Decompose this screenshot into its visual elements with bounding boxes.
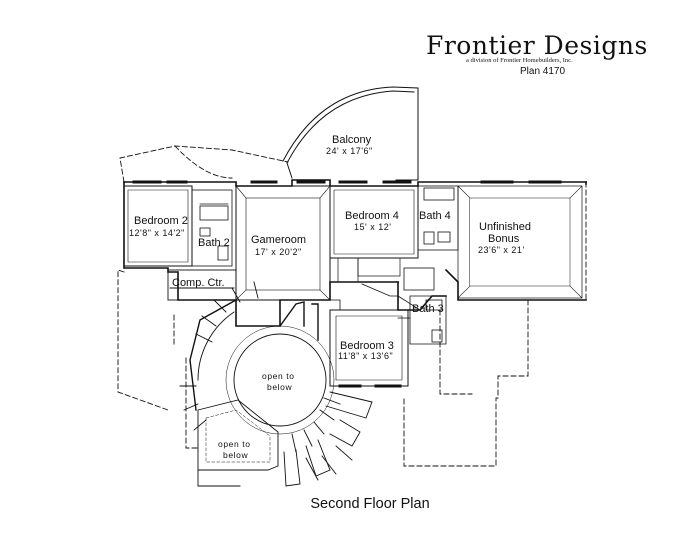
brand-subtitle: a division of Frontier Homebuilders, Inc… xyxy=(466,57,573,64)
open-below-2-line2: below xyxy=(223,450,248,460)
stair-wall xyxy=(189,299,319,411)
bedroom3-walls xyxy=(329,309,409,388)
bedroom2-label: Bedroom 2 xyxy=(134,215,188,227)
bath4-label: Bath 4 xyxy=(419,210,451,222)
plan-number: Plan 4170 xyxy=(520,66,566,77)
bath2-fixtures xyxy=(191,189,233,267)
open-below-1-line1: open to xyxy=(262,371,295,381)
bedroom4-dims: 15' x 12' xyxy=(354,222,391,232)
bedroom3-label: Bedroom 3 xyxy=(340,340,394,352)
bedroom2-dims: 12'8" x 14'2" xyxy=(129,228,185,238)
comp-ctr-label: Comp. Ctr. xyxy=(172,277,225,289)
plan-caption: Second Floor Plan xyxy=(310,496,430,512)
bonus-walls xyxy=(457,180,583,299)
open-below-area-2 xyxy=(197,399,279,487)
bonus-label-line2: Bonus xyxy=(488,233,520,245)
balcony-label: Balcony xyxy=(332,134,372,146)
bonus-dims: 23'6" x 21' xyxy=(478,245,525,255)
bath3-label: Bath 3 xyxy=(412,303,444,315)
bath2-label: Bath 2 xyxy=(198,237,230,249)
gameroom-label: Gameroom xyxy=(251,234,306,246)
bedroom4-walls xyxy=(329,180,419,283)
spiral-stair xyxy=(179,281,373,487)
bedroom2-walls xyxy=(123,180,193,267)
bedroom3-dims: 11'8" x 13'6" xyxy=(338,351,393,361)
lower-floor-outline xyxy=(117,145,587,467)
open-below-1-line2: below xyxy=(267,382,292,392)
bedroom4-label: Bedroom 4 xyxy=(345,210,399,222)
brand-name: Frontier Designs xyxy=(426,31,648,60)
bonus-label-line1: Unfinished xyxy=(479,221,531,233)
balcony-area xyxy=(282,86,419,181)
gameroom-dims: 17' x 20'2" xyxy=(255,247,302,257)
balcony-dims: 24' x 17'6" xyxy=(326,146,373,156)
brand-block: Frontier Designs a division of Frontier … xyxy=(426,31,666,65)
hall-landing xyxy=(329,267,435,311)
open-below-2-line1: open to xyxy=(218,439,251,449)
